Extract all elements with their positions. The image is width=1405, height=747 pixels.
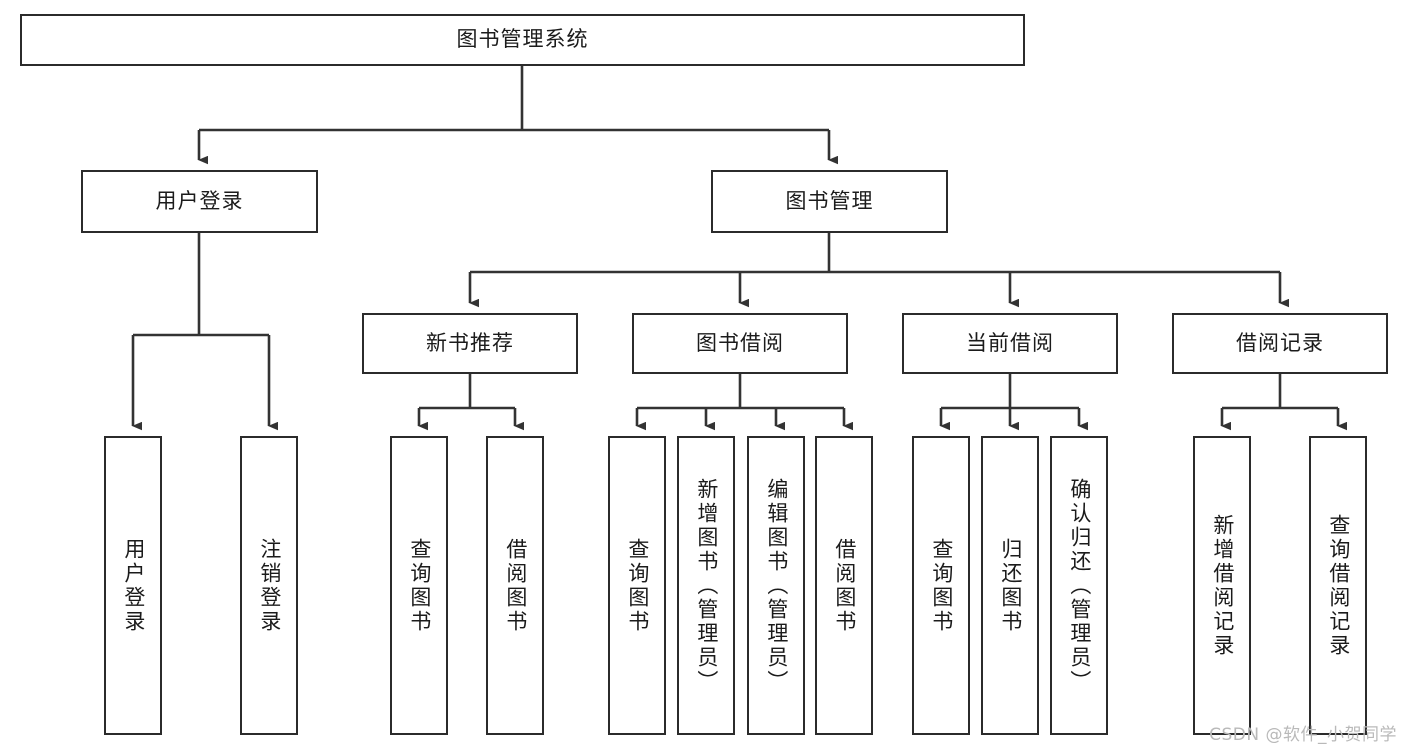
leaf-record-query-record[interactable]: 查询借阅记录: [1309, 436, 1367, 735]
node-label: 查询图书: [929, 537, 954, 634]
leaf-record-add-record[interactable]: 新增借阅记录: [1193, 436, 1251, 735]
node-label: 归还图书: [998, 537, 1023, 634]
node-root-system[interactable]: 图书管理系统: [20, 14, 1025, 66]
node-current-borrow[interactable]: 当前借阅: [902, 313, 1118, 374]
node-label: 查询图书: [407, 537, 432, 634]
node-label: 图书借阅: [696, 330, 784, 355]
node-borrow-record[interactable]: 借阅记录: [1172, 313, 1388, 374]
node-label: 用户登录: [155, 188, 244, 213]
node-label: 确认归还（管理员）: [1067, 477, 1092, 694]
leaf-borrow-query-book[interactable]: 查询图书: [608, 436, 666, 735]
leaf-current-confirm-return[interactable]: 确认归还（管理员）: [1050, 436, 1108, 735]
node-label: 查询图书: [625, 537, 650, 634]
leaf-current-query-book[interactable]: 查询图书: [912, 436, 970, 735]
node-label: 新增借阅记录: [1210, 513, 1235, 658]
leaf-recommend-borrow-book[interactable]: 借阅图书: [486, 436, 544, 735]
leaf-borrow-add-book[interactable]: 新增图书（管理员）: [677, 436, 735, 735]
node-label: 注销登录: [257, 537, 282, 634]
leaf-user-login-logout[interactable]: 注销登录: [240, 436, 298, 735]
node-label: 图书管理: [785, 188, 874, 213]
node-label: 用户登录: [121, 537, 146, 634]
node-label: 借阅图书: [503, 537, 528, 634]
leaf-recommend-query-book[interactable]: 查询图书: [390, 436, 448, 735]
node-book-management[interactable]: 图书管理: [711, 170, 948, 233]
node-label: 新增图书（管理员）: [694, 477, 719, 694]
leaf-borrow-borrow-book[interactable]: 借阅图书: [815, 436, 873, 735]
node-user-login[interactable]: 用户登录: [81, 170, 318, 233]
node-label: 新书推荐: [426, 330, 514, 355]
node-book-borrow[interactable]: 图书借阅: [632, 313, 848, 374]
watermark-text: CSDN @软件_小贺同学: [1209, 725, 1397, 745]
node-new-book-recommend[interactable]: 新书推荐: [362, 313, 578, 374]
leaf-current-return-book[interactable]: 归还图书: [981, 436, 1039, 735]
node-label: 借阅记录: [1236, 330, 1324, 355]
node-label: 编辑图书（管理员）: [764, 477, 789, 694]
node-label: 当前借阅: [966, 330, 1054, 355]
leaf-borrow-edit-book[interactable]: 编辑图书（管理员）: [747, 436, 805, 735]
leaf-user-login-login[interactable]: 用户登录: [104, 436, 162, 735]
node-label: 查询借阅记录: [1326, 513, 1351, 658]
node-label: 借阅图书: [832, 537, 857, 634]
node-label: 图书管理系统: [456, 27, 589, 52]
